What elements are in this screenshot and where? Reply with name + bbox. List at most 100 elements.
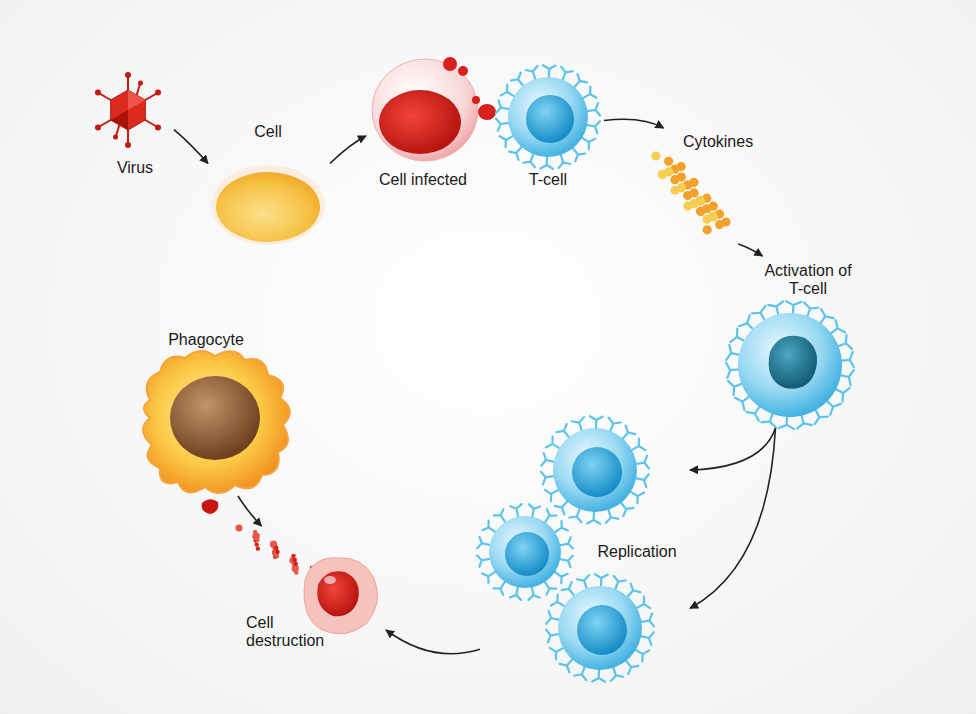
cell-label: Activation of T-cell — [764, 262, 852, 298]
t-cell-body — [553, 428, 637, 512]
t-cell-nucleus — [572, 447, 622, 497]
cytokine — [696, 207, 705, 216]
receptor — [830, 320, 845, 334]
virus-bud — [443, 57, 457, 71]
receptor — [573, 74, 587, 88]
cytokine-dots — [651, 151, 730, 234]
receptor — [752, 306, 765, 322]
virus-tip — [125, 142, 131, 148]
cytokine — [696, 207, 705, 216]
virus-capsid — [111, 90, 146, 130]
cell-label: Cytokines — [673, 133, 763, 151]
receptor — [494, 509, 506, 524]
receptor — [786, 301, 801, 315]
process-arrow — [330, 136, 366, 164]
cytokine — [709, 212, 718, 221]
receptor — [553, 521, 568, 533]
infected-cell-body — [379, 90, 461, 154]
receptor — [611, 666, 623, 681]
process-arrow — [690, 428, 776, 470]
receptor — [595, 574, 608, 588]
cell-debris — [235, 524, 316, 580]
cytokine — [677, 173, 686, 182]
destroyed-cell-membrane — [304, 558, 377, 634]
virus-bud — [458, 66, 468, 76]
receptor — [555, 500, 569, 514]
receptor — [621, 426, 635, 440]
virus-spike — [137, 84, 140, 95]
receptor — [559, 153, 571, 168]
debris-dot — [274, 546, 278, 550]
cell-node: Cell — [208, 118, 330, 248]
cytokine — [709, 202, 718, 211]
receptor — [626, 584, 640, 598]
cytokine — [664, 167, 673, 176]
virus-facet — [111, 110, 128, 130]
cell-node: Virus — [88, 68, 174, 180]
cell-node: Activation of T-cell — [730, 256, 860, 428]
virus-tip — [155, 125, 161, 131]
receptor — [746, 405, 760, 420]
receptor — [804, 303, 818, 318]
cell-node: T-cell — [496, 62, 604, 192]
receptor — [572, 417, 584, 432]
virus-tip — [138, 81, 143, 86]
process-arrow — [174, 130, 208, 164]
cell-node: Cell infected — [366, 52, 486, 192]
receptor — [592, 668, 605, 682]
virus-spike — [127, 76, 129, 90]
virus-facet — [128, 90, 145, 110]
receptor — [819, 309, 833, 324]
receptor — [728, 381, 743, 395]
debris-dot — [256, 546, 260, 550]
receptor — [544, 580, 556, 595]
process-arrow — [604, 119, 664, 128]
receptor — [544, 509, 556, 524]
engulfed-fragment — [202, 499, 219, 514]
receptor — [550, 647, 565, 659]
cell-label: Cell destruction — [246, 614, 341, 650]
cell-node: Phagocyte — [140, 326, 298, 496]
process-arrow — [690, 428, 776, 608]
receptor — [634, 649, 649, 662]
cytokine — [690, 188, 699, 197]
cell-label: Phagocyte — [156, 331, 256, 349]
cytokine — [721, 217, 730, 226]
destroyed-cell-body — [317, 571, 358, 616]
debris-dot — [255, 542, 259, 546]
cell-membrane — [211, 165, 325, 245]
receptor — [560, 658, 574, 672]
receptor — [609, 418, 621, 433]
debris-dot — [292, 558, 296, 562]
receptor — [730, 329, 746, 343]
active-t-cell-body — [738, 313, 842, 417]
receptor — [587, 510, 600, 524]
t-cell-body — [489, 516, 561, 588]
cell-label: Virus — [105, 159, 165, 177]
debris-dot — [235, 524, 242, 531]
debris-dot — [291, 554, 295, 558]
receptor — [590, 416, 603, 430]
receptor — [482, 521, 497, 533]
receptor — [569, 507, 581, 522]
receptor — [553, 571, 568, 583]
receptor — [620, 501, 634, 516]
cytokine — [703, 225, 712, 234]
infected-cell-membrane — [372, 59, 478, 161]
receptor — [545, 489, 560, 501]
virus-bud — [472, 96, 480, 104]
receptor — [815, 409, 828, 425]
virus-tip — [125, 72, 131, 78]
process-arrow — [386, 630, 480, 654]
debris-dot — [255, 538, 259, 542]
virus-tips — [95, 72, 161, 148]
cytokine — [677, 183, 686, 192]
cell-label: T-cell — [513, 171, 583, 189]
contact-point — [478, 104, 496, 120]
t-cell-receptors — [477, 65, 854, 682]
receptor — [837, 335, 852, 349]
